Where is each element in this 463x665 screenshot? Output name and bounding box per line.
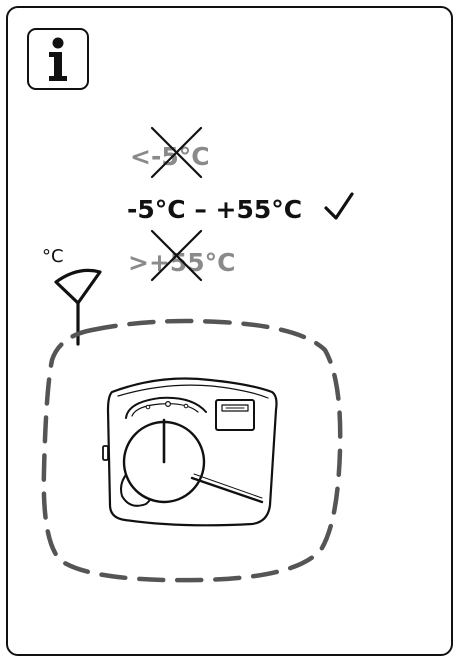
temperature-sensor-icon xyxy=(54,268,102,346)
thermostat-device-icon xyxy=(102,377,278,527)
temperature-ok-range-label: -5°C – +55°C xyxy=(127,195,303,224)
measurement-zone-outline xyxy=(41,318,343,583)
temperature-too-low-label: <-5°C xyxy=(130,142,210,171)
checkmark-icon xyxy=(324,192,354,220)
page-frame xyxy=(6,6,453,656)
cross-icon xyxy=(150,126,203,179)
cross-icon xyxy=(150,229,203,282)
info-icon xyxy=(27,28,89,90)
temperature-too-high-label: >+55°C xyxy=(128,248,236,277)
sensor-unit-label: °C xyxy=(42,246,64,267)
info-icon-glyph xyxy=(49,37,67,81)
